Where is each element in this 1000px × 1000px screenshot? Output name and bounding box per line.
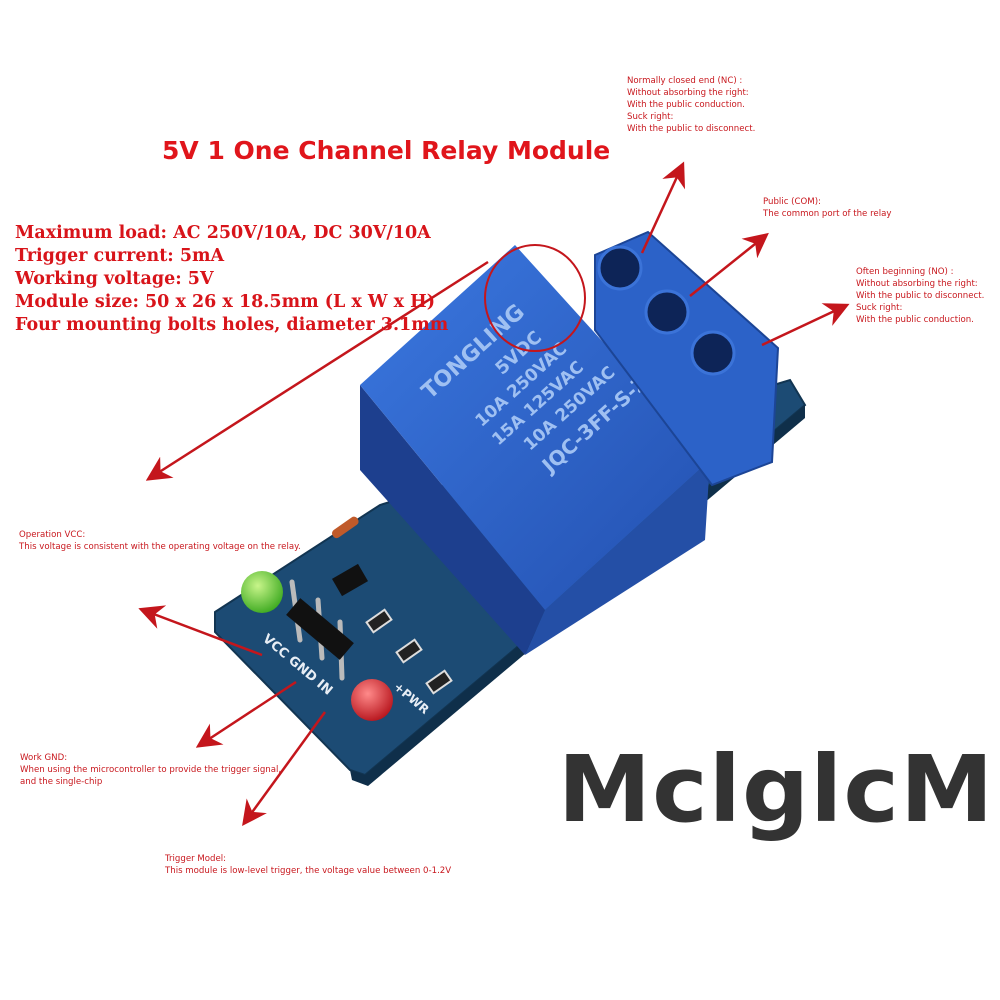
arrow-no [761,303,850,347]
transistor [332,563,368,597]
arrow-com [689,232,769,297]
arrow-in [242,711,327,827]
led-green [241,571,283,613]
note-line: With the public conduction. [856,315,974,325]
pin-header [286,598,354,660]
note-heading: Public (COM): [763,197,821,207]
note-line: Suck right: [856,303,903,313]
note-heading: Work GND: [20,753,68,763]
note-heading: Often beginning (NO) : [856,267,954,277]
note-line: With the public conduction. [627,100,745,110]
diode [331,516,359,539]
spec-trigger-current: Trigger current: 5mA [15,246,225,266]
note-heading: Operation VCC: [19,530,86,540]
note-line: Suck right: [627,112,674,122]
spec-list: Maximum load: AC 250V/10A, DC 30V/10A Tr… [15,222,448,337]
terminal-nc [597,245,643,291]
arrow-gnd [195,680,297,748]
note-line: With the public to disconnect. [856,291,985,301]
terminal-com [644,289,690,335]
spec-working-voltage: Working voltage: 5V [15,269,214,289]
page-title: 5V 1 One Channel Relay Module [162,136,611,165]
note-com: Public (COM): The common port of the rel… [763,196,891,220]
note-line: This voltage is consistent with the oper… [19,542,301,552]
resistor [365,608,393,634]
note-line: Without absorbing the right: [856,279,978,289]
terminal-block [594,230,780,487]
relay-top [360,245,710,610]
note-line: and the single-chip [20,777,103,787]
resistor [425,669,453,695]
resistor [395,638,423,664]
note-line: When using the microcontroller to provid… [20,765,282,775]
note-line: This module is low-level trigger, the vo… [165,866,452,876]
relay-front [525,460,710,655]
note-heading: Normally closed end (NC) : [627,76,743,86]
resistors [365,608,453,695]
spec-mounting-holes: Four mounting bolts holes, diameter 3.1m… [15,315,449,335]
relay-side [360,385,545,655]
note-nc: Normally closed end (NC) : Without absor… [627,75,755,135]
spec-max-load: Maximum load: AC 250V/10A, DC 30V/10A [15,223,431,243]
annotation-arrows [138,161,850,827]
arrow-nc [640,161,686,254]
note-heading: Trigger Model: [165,854,227,864]
note-line: With the public to disconnect. [627,124,756,134]
note-no: Often beginning (NO) : Without absorbing… [856,266,984,326]
spec-module-size: Module size: 50 x 26 x 18.5mm (L x W x H… [15,292,435,312]
note-gnd: Work GND: When using the microcontroller… [20,752,281,788]
note-line: The common port of the relay [763,209,892,219]
relay-highlight-circle [484,244,586,352]
arrow-specs [145,260,489,481]
arrow-vcc [138,605,263,657]
brand-logo: MclglcM [557,736,995,843]
note-line: Without absorbing the right: [627,88,749,98]
terminal-no [690,330,736,376]
note-vcc: Operation VCC: This voltage is consisten… [19,529,301,553]
note-trigger: Trigger Model: This module is low-level … [165,853,451,877]
led-red [351,679,393,721]
